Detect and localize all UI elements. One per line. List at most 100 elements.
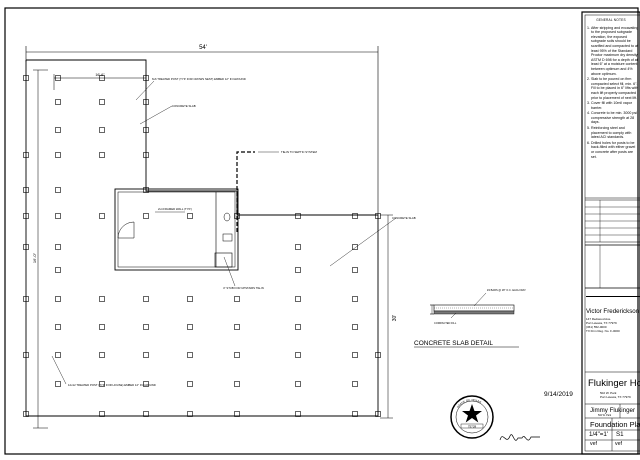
- engineer-address-2: Port Lavaca, TX 77979: [586, 321, 617, 325]
- signature: [499, 434, 540, 441]
- post-marker: [55, 99, 61, 105]
- post-marker: [55, 296, 61, 302]
- post-marker: [55, 324, 61, 330]
- drawing-date: 9/14/2019: [544, 391, 573, 398]
- post-marker: [55, 152, 61, 158]
- post-marker: [234, 411, 240, 417]
- post-marker: [55, 127, 61, 133]
- sink-fixture: [222, 233, 233, 242]
- post-marker: [99, 99, 105, 105]
- general-note-item: Slab to be poured on firm compacted sele…: [591, 77, 639, 100]
- post-marker: [234, 213, 240, 219]
- drawn-by: vef: [590, 441, 597, 447]
- engineer-seal: 75728 STATE OF TEXAS: [450, 395, 494, 439]
- seal-number: 75728: [468, 424, 477, 428]
- post-marker: [352, 244, 358, 250]
- post-marker: [295, 381, 301, 387]
- post-marker: [143, 296, 149, 302]
- post-marker: [143, 152, 149, 158]
- post-grid: [23, 75, 381, 417]
- general-note-item: After stripping and excavating to the pr…: [591, 26, 639, 77]
- post-marker: [234, 296, 240, 302]
- engineer-name: Victor Frederickson, P.E.: [586, 308, 640, 315]
- post-marker: [143, 187, 149, 193]
- door-swing: [117, 221, 135, 239]
- post-marker: [187, 324, 193, 330]
- post-marker: [187, 411, 193, 417]
- scale-label: 1/4"=1': [589, 431, 609, 438]
- post-marker: [55, 352, 61, 358]
- post-marker: [143, 411, 149, 417]
- client-name: Jimmy Flukinger: [590, 407, 636, 414]
- post-marker: [352, 267, 358, 273]
- post-marker: [295, 213, 301, 219]
- post-marker: [295, 411, 301, 417]
- post-marker: [187, 381, 193, 387]
- post-marker: [23, 152, 29, 158]
- post-marker: [99, 296, 105, 302]
- engineer-address-1: 147 Redwood Ave.: [586, 317, 612, 321]
- post-marker: [295, 324, 301, 330]
- slab-outline: [25, 59, 379, 417]
- sheet-border: [4, 7, 639, 455]
- framed-room: [114, 188, 239, 271]
- sheet-number-cell: S1: [616, 431, 640, 440]
- framed-room-inner: [117, 191, 236, 268]
- label-slab-right: CONCRETE SLAB: [392, 216, 416, 220]
- client-block: Jimmy Flukinger 502 W. Park: [590, 407, 640, 418]
- post-marker: [234, 324, 240, 330]
- label-framed-wall: 2x4 FRAMED WALL (TYP.): [158, 207, 192, 211]
- post-marker: [143, 352, 149, 358]
- post-marker: [295, 244, 301, 250]
- star-icon: [462, 404, 482, 423]
- concrete-slab-detail: #4 BARS @ 18" O.C. EACH WAY COMPACTED FI…: [414, 288, 526, 348]
- engineer-block: Victor Frederickson, P.E. 147 Redwood Av…: [586, 290, 640, 370]
- post-marker: [23, 411, 29, 417]
- post-marker: [352, 352, 358, 358]
- post-marker: [295, 296, 301, 302]
- post-marker: [55, 75, 61, 81]
- overall-width-text: 54': [199, 45, 207, 51]
- post-marker: [23, 352, 29, 358]
- post-marker: [295, 267, 301, 273]
- engineer-firm: TX Firm Reg. No. F-0000: [586, 329, 620, 333]
- post-marker: [55, 267, 61, 273]
- post-marker: [143, 127, 149, 133]
- scale-cell: 1/4"=1': [589, 431, 611, 440]
- general-note-item: Drilled holes for posts to be back-fille…: [591, 141, 639, 159]
- post-marker: [352, 381, 358, 387]
- post-marker: [143, 99, 149, 105]
- post-marker: [352, 324, 358, 330]
- post-marker: [352, 213, 358, 219]
- leader-lines: [51, 80, 397, 385]
- label-post-bottom: 12x12 TREATED POST (TYP. FOR HOUSE) EMBE…: [68, 383, 156, 387]
- general-notes-title: GENERAL NOTES: [596, 18, 626, 22]
- post-marker: [99, 324, 105, 330]
- engineer-phone: (361) 552-0000: [586, 325, 607, 329]
- post-marker: [234, 381, 240, 387]
- project-block: Flukinger House 502 W. Park Port Lavaca,…: [588, 378, 640, 404]
- label-post-top: 6x6 TREATED POST (TYP. FOR CROWS NEST) E…: [152, 77, 246, 81]
- post-marker: [55, 213, 61, 219]
- left-height-text: 16'-0": [32, 252, 37, 263]
- post-marker: [99, 127, 105, 133]
- checked-by: vef: [615, 441, 622, 447]
- general-notes: GENERAL NOTES After stripping and excava…: [583, 18, 639, 198]
- post-marker: [352, 296, 358, 302]
- post-marker: [55, 244, 61, 250]
- post-marker: [187, 352, 193, 358]
- post-marker: [143, 381, 149, 387]
- post-marker: [143, 75, 149, 81]
- general-note-item: Reinforcing steel and placement to compl…: [591, 126, 639, 140]
- detail-rebar-note: #4 BARS @ 18" O.C. EACH WAY: [487, 288, 526, 292]
- post-marker: [23, 296, 29, 302]
- post-marker: [99, 381, 105, 387]
- general-notes-list: After stripping and excavating to the pr…: [583, 26, 639, 160]
- label-septic: TIE-IN TO SEPTIC SYSTEM: [281, 150, 317, 154]
- post-marker: [99, 213, 105, 219]
- left-height-dimension: 16'-0": [32, 69, 48, 429]
- detail-fill-note: COMPACTED FILL: [434, 321, 457, 325]
- post-marker: [143, 324, 149, 330]
- post-marker: [375, 352, 381, 358]
